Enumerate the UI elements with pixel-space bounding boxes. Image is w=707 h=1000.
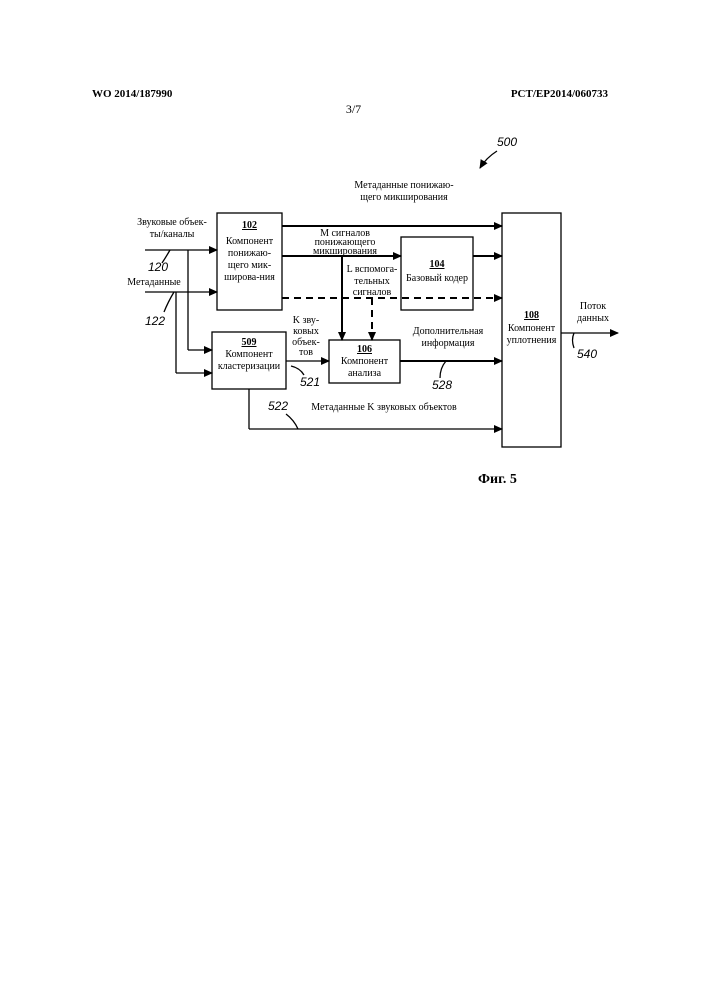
- side-info-label-1: Дополнительная: [413, 326, 484, 337]
- core-encoder-number: 104: [430, 259, 445, 270]
- analysis-component-label-2: анализа: [348, 368, 382, 379]
- side-info-label-2: информация: [421, 338, 474, 349]
- audio-objects-label-1: Звуковые объек-: [137, 217, 207, 228]
- downmix-component-label-4: широва-ния: [224, 272, 275, 283]
- clustering-component-label-2: кластеризации: [218, 361, 281, 372]
- ref-540-leader: [573, 333, 575, 348]
- downmix-metadata-label-1: Метаданные понижаю-: [354, 180, 453, 191]
- mux-component-number: 108: [524, 310, 539, 321]
- k-objects-label-2: ковых: [293, 326, 319, 337]
- ref-521-leader: [291, 366, 304, 375]
- analysis-component-number: 106: [357, 344, 372, 355]
- clustering-component-label-1: Компонент: [225, 349, 273, 360]
- analysis-component-label-1: Компонент: [341, 356, 389, 367]
- ref-521: 521: [300, 375, 320, 389]
- ref-120: 120: [148, 260, 168, 274]
- k-objects-label-4: тов: [299, 347, 313, 358]
- output-label-1: Поток: [580, 301, 606, 312]
- mux-component-label-1: Компонент: [508, 323, 556, 334]
- ref-528-leader: [440, 361, 446, 378]
- downmix-component-label-2: понижаю-: [228, 248, 271, 259]
- figure-ref-label: 500: [497, 135, 517, 149]
- downmix-component-label-1: Компонент: [226, 236, 274, 247]
- ref-522-leader: [286, 414, 298, 429]
- ref-522: 522: [268, 399, 288, 413]
- figure-ref-arrow: [480, 151, 497, 168]
- l-aux-label-3: сигналов: [353, 287, 392, 298]
- ref-540: 540: [577, 347, 597, 361]
- clustering-component-number: 509: [242, 337, 257, 348]
- k-metadata-label: Метаданные K звуковых объектов: [311, 402, 457, 413]
- ref-122-leader: [164, 292, 174, 312]
- figure-caption: Фиг. 5: [478, 472, 517, 488]
- downmix-metadata-label-2: щего микширования: [360, 192, 448, 203]
- output-label-2: данных: [577, 313, 609, 324]
- metadata-label: Метаданные: [127, 277, 181, 288]
- downmix-component-label-3: щего мик-: [228, 260, 271, 271]
- mux-component-label-2: уплотнения: [507, 335, 557, 346]
- k-objects-label-1: K зву-: [293, 315, 319, 326]
- ref-122: 122: [145, 314, 165, 328]
- core-encoder-label: Базовый кодер: [406, 273, 468, 284]
- l-aux-label-2: тельных: [354, 276, 389, 287]
- audio-objects-label-2: ты/каналы: [150, 229, 195, 240]
- l-aux-label-1: L вспомога-: [347, 264, 398, 275]
- downmix-component-number: 102: [242, 220, 257, 231]
- ref-528: 528: [432, 378, 452, 392]
